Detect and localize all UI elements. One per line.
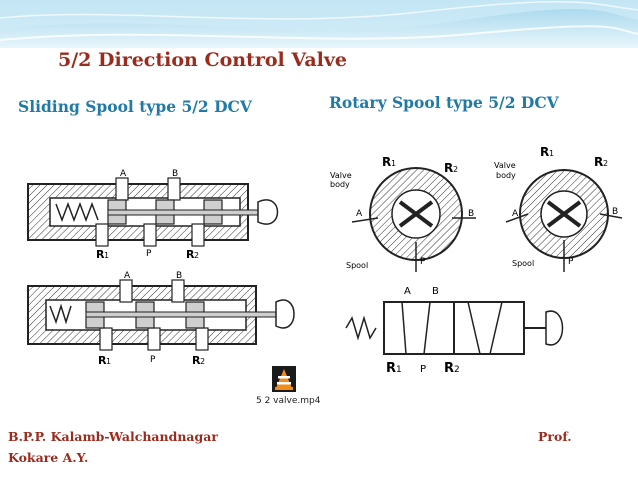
symbol-r1: R <box>386 361 396 376</box>
rotary-right-r1-sub: 1 <box>549 149 554 158</box>
rotary-right-a: A <box>512 209 519 219</box>
port-b-label: B <box>176 271 182 281</box>
header-decoration <box>0 0 638 48</box>
port-r2-label: R <box>186 248 195 261</box>
rotary-left-r1: R <box>382 155 391 169</box>
header-wave <box>0 0 638 48</box>
footer-institute: B.P.P. Kalamb-Walchandnagar <box>8 429 218 444</box>
rotary-left-a: A <box>356 209 363 219</box>
vlc-video-icon[interactable] <box>272 366 296 392</box>
rotary-right-r2: R <box>594 155 603 169</box>
symbol-p: P <box>420 364 426 375</box>
rotary-spool-diagrams: R 1 R 2 Valve body A B Spool P R 1 R 2 V… <box>322 144 626 280</box>
port-r1-sub: 1 <box>104 251 109 260</box>
symbol-r2: R <box>444 361 454 376</box>
rotary-left-r1-sub: 1 <box>391 159 396 168</box>
rotary-left-valve-body: Valve <box>330 171 352 180</box>
sliding-spool-heading: Sliding Spool type 5/2 DCV <box>18 97 252 116</box>
rotary-right-spool: Spool <box>512 259 534 268</box>
port-p-label: P <box>150 355 156 365</box>
sliding-spool-diagram-bottom: A B R 1 P R 2 <box>16 268 302 374</box>
port-a-label: A <box>124 271 131 281</box>
valve-symbol-diagram: A B R 1 P R 2 <box>340 282 586 378</box>
slide-title: 5/2 Direction Control Valve <box>58 49 348 71</box>
rotary-left-r2: R <box>444 161 453 175</box>
rotary-left-b: B <box>468 209 474 219</box>
port-r1-label: R <box>98 354 107 367</box>
port-r1-label: R <box>96 248 105 261</box>
port-p-label: P <box>146 249 152 259</box>
port-a-label: A <box>120 169 127 179</box>
footer-author: Kokare A.Y. <box>8 450 89 465</box>
rotary-right-p: P <box>568 257 574 267</box>
symbol-r2-sub: 2 <box>454 365 460 375</box>
rotary-left-spool: Spool <box>346 261 368 270</box>
sliding-spool-diagram-top: A B R 1 P R 2 <box>16 152 302 266</box>
rotary-right-r1: R <box>540 145 549 159</box>
rotary-spool-heading: Rotary Spool type 5/2 DCV <box>329 93 559 112</box>
port-r1-sub: 1 <box>106 357 111 366</box>
port-r2-label: R <box>192 354 201 367</box>
video-file-name[interactable]: 5 2 valve.mp4 <box>256 396 321 406</box>
rotary-left-p: P <box>420 257 426 267</box>
rotary-right-r2-sub: 2 <box>603 159 608 168</box>
symbol-r1-sub: 1 <box>396 365 402 375</box>
symbol-a: A <box>404 286 411 297</box>
rotary-valve-right: R 1 R 2 Valve body A B Spool P <box>494 145 623 272</box>
rotary-left-valve-body2: body <box>330 180 350 189</box>
rotary-valve-left: R 1 R 2 Valve body A B Spool P <box>330 155 476 272</box>
port-b-label: B <box>172 169 178 179</box>
symbol-b: B <box>432 286 439 297</box>
rotary-right-valve-body: Valve <box>494 161 516 170</box>
port-r2-sub: 2 <box>194 251 199 260</box>
rotary-right-valve-body2: body <box>496 171 516 180</box>
rotary-left-r2-sub: 2 <box>453 165 458 174</box>
rotary-right-b: B <box>612 207 618 217</box>
port-r2-sub: 2 <box>200 357 205 366</box>
footer-prof: Prof. <box>538 429 572 444</box>
